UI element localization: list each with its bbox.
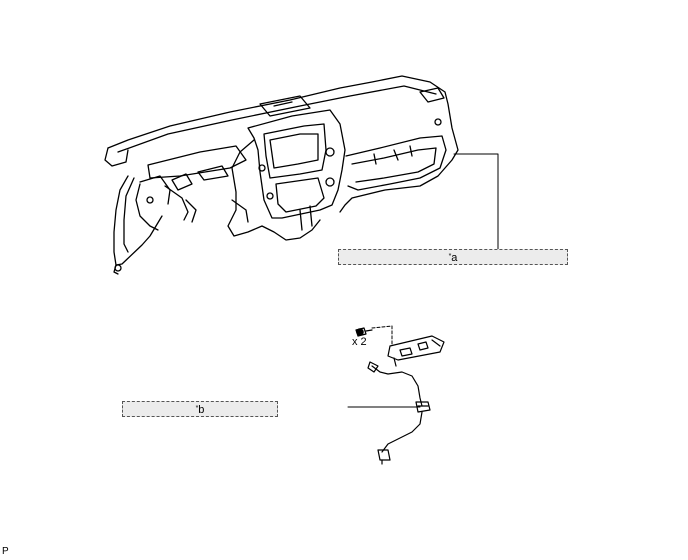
callout-b-marker: *	[195, 405, 199, 412]
callout-b-letter: b	[198, 404, 205, 416]
quantity-label: x 2	[352, 336, 367, 348]
leader-line-a	[453, 153, 499, 250]
instrument-panel-drawing	[104, 75, 459, 275]
callout-a-letter: a	[451, 252, 458, 264]
callout-a-marker: *	[448, 253, 452, 260]
callout-label-a: *a	[338, 249, 568, 265]
wire-harness-drawing	[367, 335, 445, 465]
footer-code: P	[2, 546, 9, 557]
screw-dashed-leader	[371, 325, 393, 345]
screw-icon	[355, 327, 373, 337]
callout-label-b: *b	[122, 401, 278, 417]
